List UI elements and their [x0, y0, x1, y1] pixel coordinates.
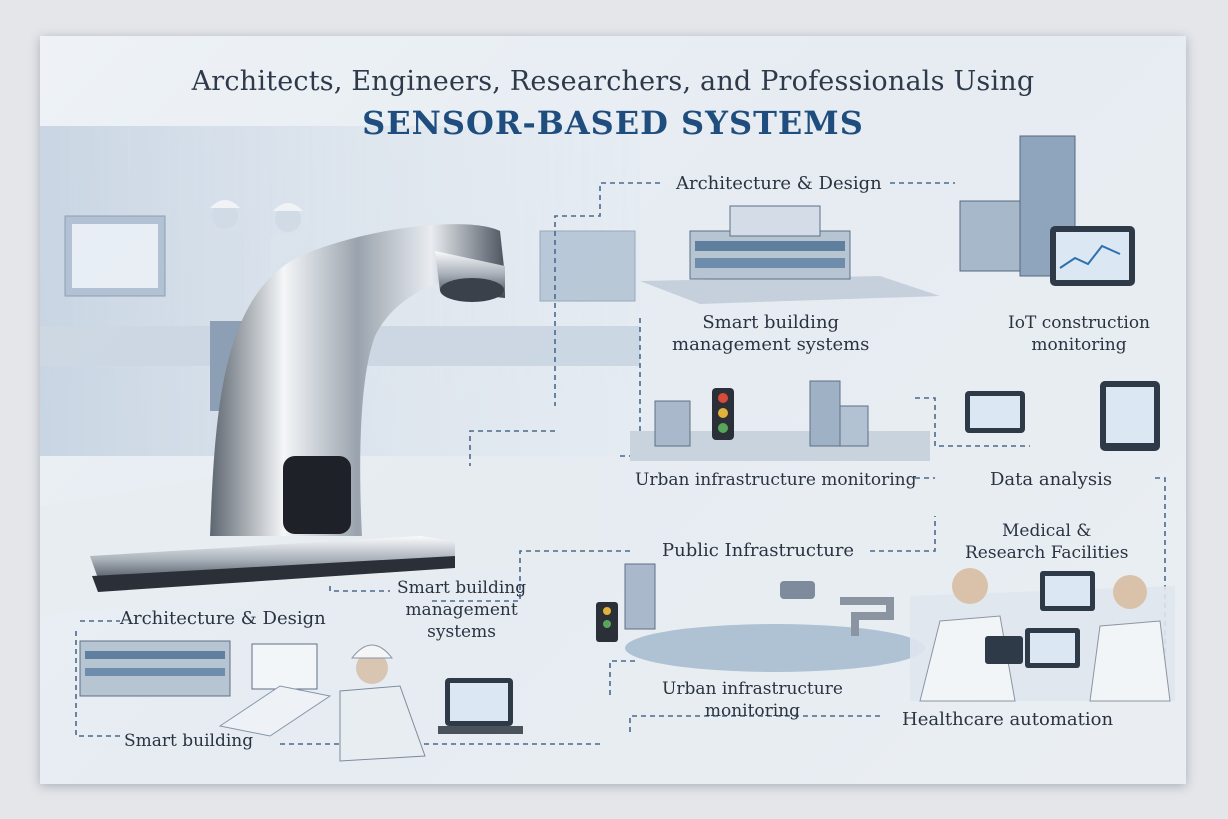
label-urban-infrastructure-bottom: Urban infrastructure monitoring [662, 679, 843, 721]
label-architecture-design-top: Architecture & Design [676, 173, 882, 194]
public-infrastructure-illustration [596, 563, 925, 672]
label-medical-research-facilities: Medical & Research Facilities [965, 521, 1129, 563]
label-smart-building-management-top: Smart building management systems [672, 312, 870, 355]
label-smart-building-management-bottom: Smart building management systems [397, 578, 527, 642]
label-data-analysis: Data analysis [990, 469, 1113, 490]
label-iot-construction-monitoring: IoT construction monitoring [1008, 313, 1151, 355]
urban-infrastructure-illustration [630, 380, 1160, 461]
poster-illustration [40, 126, 1175, 762]
architecture-illustration [640, 135, 1135, 304]
poster-title: Architects, Engineers, Researchers, and … [191, 66, 1035, 97]
sensor-faucet-image [90, 224, 505, 592]
bottom-left-illustration [79, 640, 523, 762]
label-smart-building: Smart building [124, 731, 254, 751]
label-public-infrastructure: Public Infrastructure [662, 540, 855, 561]
medical-illustration [910, 568, 1175, 702]
connection-lines [75, 182, 1166, 745]
office-background [40, 126, 640, 456]
poster-card: Architects, Engineers, Researchers, and … [40, 36, 1186, 784]
poster-subtitle: SENSOR-BASED SYSTEMS [362, 104, 864, 142]
label-architecture-design-bottom: Architecture & Design [120, 608, 326, 629]
label-urban-infrastructure-mid: Urban infrastructure monitoring [635, 470, 917, 490]
label-healthcare-automation: Healthcare automation [902, 709, 1114, 730]
